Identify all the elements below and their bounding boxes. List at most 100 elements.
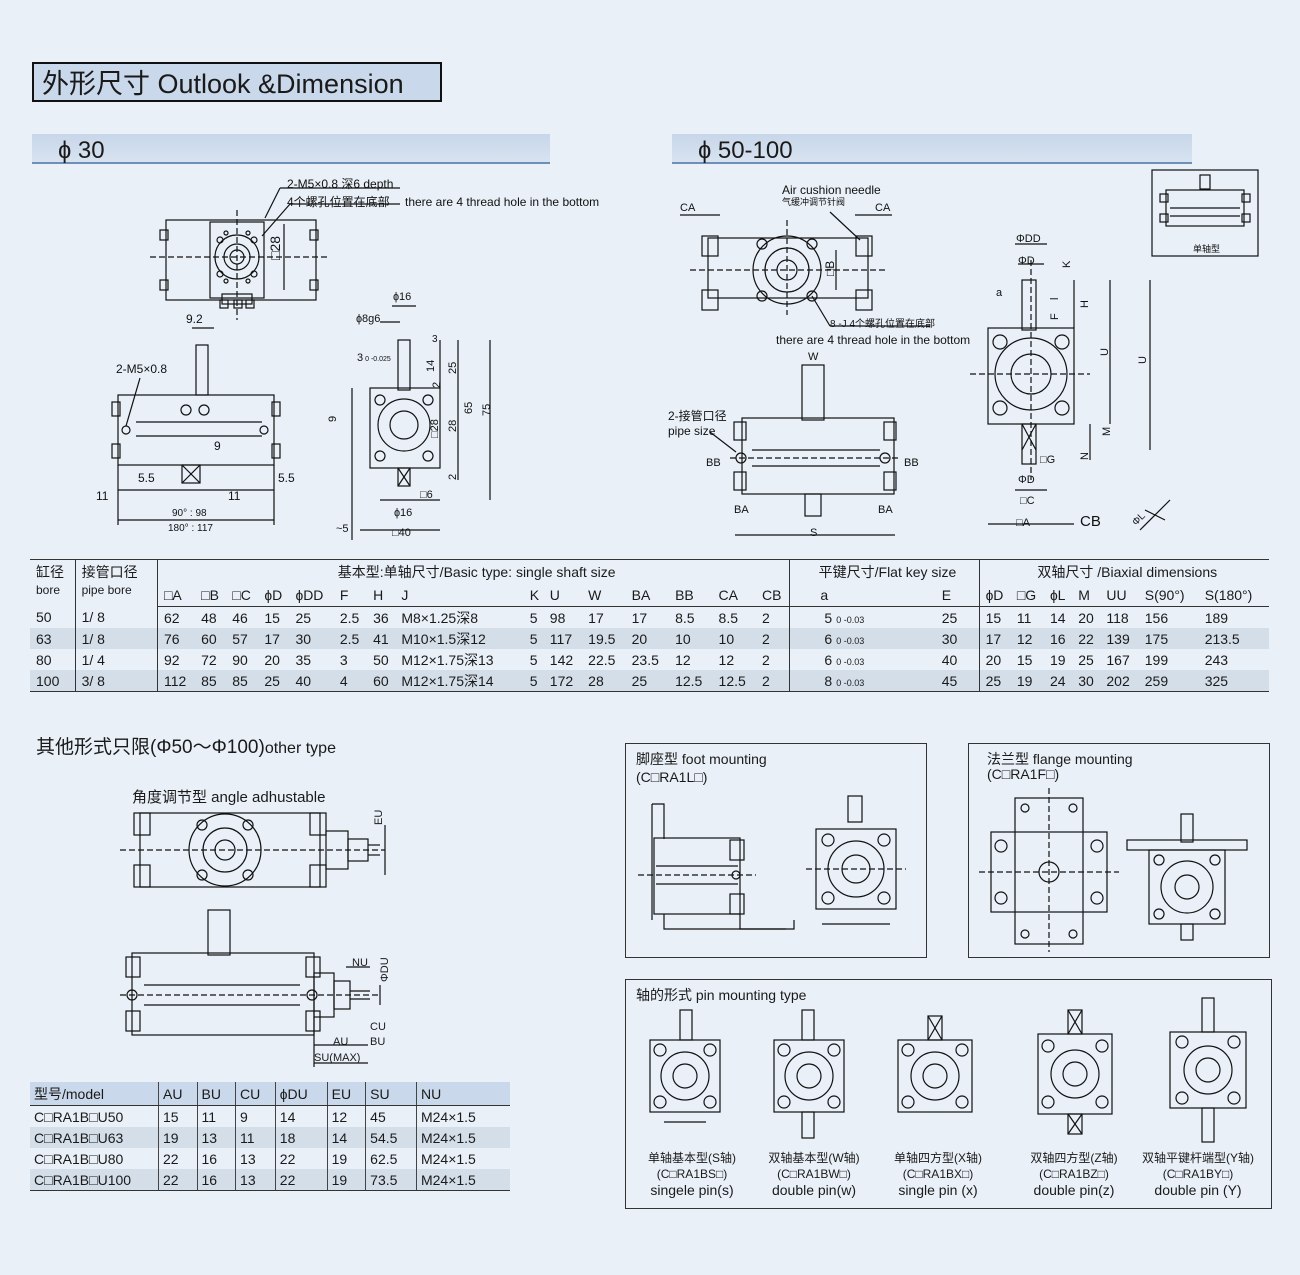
dims-cell-h: 36 — [373, 609, 389, 626]
dims-h-biax-l: ɸL — [1043, 583, 1073, 607]
model-cell: 19 — [158, 1127, 198, 1148]
model-h-cu: CU — [235, 1082, 276, 1106]
dims-cell-u: 172 — [543, 670, 583, 692]
flange-title: 法兰型 flange mounting — [987, 751, 1133, 767]
label-pipe-cn: 2-接管口径 — [668, 408, 727, 423]
key-a-value: 6 — [824, 651, 833, 668]
dim-sq-a: □A — [1016, 517, 1031, 529]
flange-mounting-panel: 法兰型 flange mounting (C□RA1F□) — [968, 743, 1270, 958]
dims-h-u: U — [543, 583, 583, 607]
dim-phi-dd: ΦDD — [1016, 233, 1041, 245]
dim-sq6: □6 — [420, 489, 433, 501]
pin-caption: 单轴基本型(S轴)(C□RA1BS□)singele pin(s) — [628, 1150, 756, 1198]
dims-cell-j: M10×1.5深12 — [395, 628, 524, 649]
dims-cell-u: 142 — [549, 651, 574, 668]
dims-cell-biax-s180: 243 — [1204, 651, 1229, 668]
inset-label: 单轴型 — [1193, 243, 1220, 254]
phi30-front-view — [111, 327, 281, 525]
dim-h: H — [1079, 300, 1091, 308]
page-title: 外形尺寸 Outlook &Dimension — [32, 62, 442, 102]
dim-2-top: 2 — [431, 382, 443, 388]
dims-cell-a: 92 — [156, 649, 196, 670]
dims-h-biax-d: ɸD — [978, 583, 1011, 607]
dims-cell-j: M12×1.75深14 — [395, 670, 524, 692]
dims-cell-biax-uu: 202 — [1100, 670, 1139, 692]
dim-2-bottom: 2 — [447, 474, 459, 480]
pin-y-drawing — [1169, 997, 1247, 1143]
model-h-model: 型号/model — [30, 1082, 159, 1106]
pin-caption: 双轴四方型(Z轴)(C□RA1BZ□)double pin(z) — [1010, 1150, 1138, 1198]
pin-caption-code: (C□RA1BY□) — [1162, 1167, 1234, 1181]
dims-h-k: K — [523, 583, 544, 607]
angle-adjustable-drawing — [120, 812, 386, 1067]
dim-phi-d-bottom: ΦD — [1018, 474, 1035, 486]
dims-cell-c: 90 — [232, 651, 248, 668]
dim-sq-c: □C — [1020, 495, 1035, 507]
dims-h-cb: CB — [755, 583, 790, 607]
key-a-value: 6 — [824, 630, 833, 647]
dims-cell-biax-s180: 213.5 — [1198, 628, 1269, 649]
dim-75: 75 — [481, 404, 493, 416]
dims-cell-bore: 50 — [36, 609, 52, 626]
angle-adjustable-title: 角度调节型 angle adhustable — [132, 789, 326, 806]
dims-cell-biax-s90: 199 — [1144, 651, 1169, 668]
dims-cell-biax-l: 14 — [1049, 609, 1066, 626]
dims-cell-dd: 40 — [289, 670, 334, 692]
dims-cell-ba: 25 — [625, 670, 670, 692]
model-cell: 54.5 — [365, 1127, 417, 1148]
dim-ca-left: CA — [680, 202, 696, 214]
dims-cell-biax-m: 30 — [1072, 670, 1101, 692]
label-holes-cn: 8 -J 4个螺孔位置在底部 — [830, 317, 935, 330]
dims-cell-bb: 10 — [669, 628, 713, 649]
model-cell: 45 — [365, 1105, 417, 1127]
pin-caption-cn: 单轴四方型(X轴) — [894, 1151, 982, 1165]
flange-code: (C□RA1F□) — [987, 766, 1060, 782]
dims-h-h: H — [367, 583, 396, 607]
dims-cell-bb: 12 — [675, 651, 691, 668]
dims-cell-d: 20 — [264, 651, 280, 668]
dim-phi8g6: ɸ8g6 — [356, 313, 380, 325]
dims-cell-f: 2.5 — [339, 609, 360, 626]
pin-caption-code: (C□RA1BX□) — [902, 1167, 974, 1181]
dims-cell-w: 19.5 — [582, 628, 626, 649]
dim-k: K — [1061, 260, 1073, 268]
model-cell: M24×1.5 — [415, 1169, 510, 1191]
dim-m: M — [1101, 427, 1113, 436]
dim-25: 25 — [447, 362, 459, 374]
dims-h-biax-s90: S(90°) — [1138, 583, 1199, 607]
dims-h-biax-m: M — [1072, 583, 1101, 607]
dims-h-f: F — [333, 583, 368, 607]
model-cell: C□RA1B□U50 — [34, 1108, 124, 1125]
dim-11-left: 11 — [96, 489, 109, 503]
dim-u-outer: U — [1137, 356, 1149, 364]
other-type-title: 其他形式只限(Φ50～Φ100)other type — [36, 737, 336, 758]
dims-cell-f: 2.5 — [333, 628, 368, 649]
model-cell: M24×1.5 — [415, 1127, 510, 1148]
pin-caption-code: (C□RA1BS□) — [656, 1167, 728, 1181]
dims-cell-ca: 12 — [718, 651, 735, 668]
model-cell: 62.5 — [365, 1148, 417, 1169]
pin-caption: 单轴四方型(X轴)(C□RA1BX□)single pin (x) — [874, 1150, 1002, 1198]
model-cell: 16 — [196, 1169, 236, 1191]
dims-h-biax-s180: S(180°) — [1198, 583, 1269, 607]
dim-w: W — [808, 351, 819, 363]
dims-cell-cb: 2 — [761, 651, 770, 668]
dims-cell-b: 72 — [201, 651, 217, 668]
dim-u-inner: U — [1099, 348, 1111, 356]
dims-cell-key-e: 25 — [941, 609, 958, 626]
dims-cell-w: 28 — [582, 670, 626, 692]
dims-cell-h: 41 — [367, 628, 396, 649]
dims-cell-bore: 100 — [30, 670, 76, 692]
dims-cell-k: 5 — [523, 670, 544, 692]
model-cell: M24×1.5 — [415, 1148, 510, 1169]
key-a-value: 5 — [824, 609, 833, 626]
phi50-front-view — [709, 364, 900, 536]
model-h-au: AU — [158, 1082, 198, 1106]
dim-11-right: 11 — [228, 489, 241, 503]
model-header-row: 型号/model AU BU CU ɸDU EU SU NU — [30, 1082, 510, 1106]
pin-caption-en: double pin(z) — [1033, 1182, 1115, 1198]
dim-port-thread: 2-M5×0.8 — [116, 362, 167, 376]
